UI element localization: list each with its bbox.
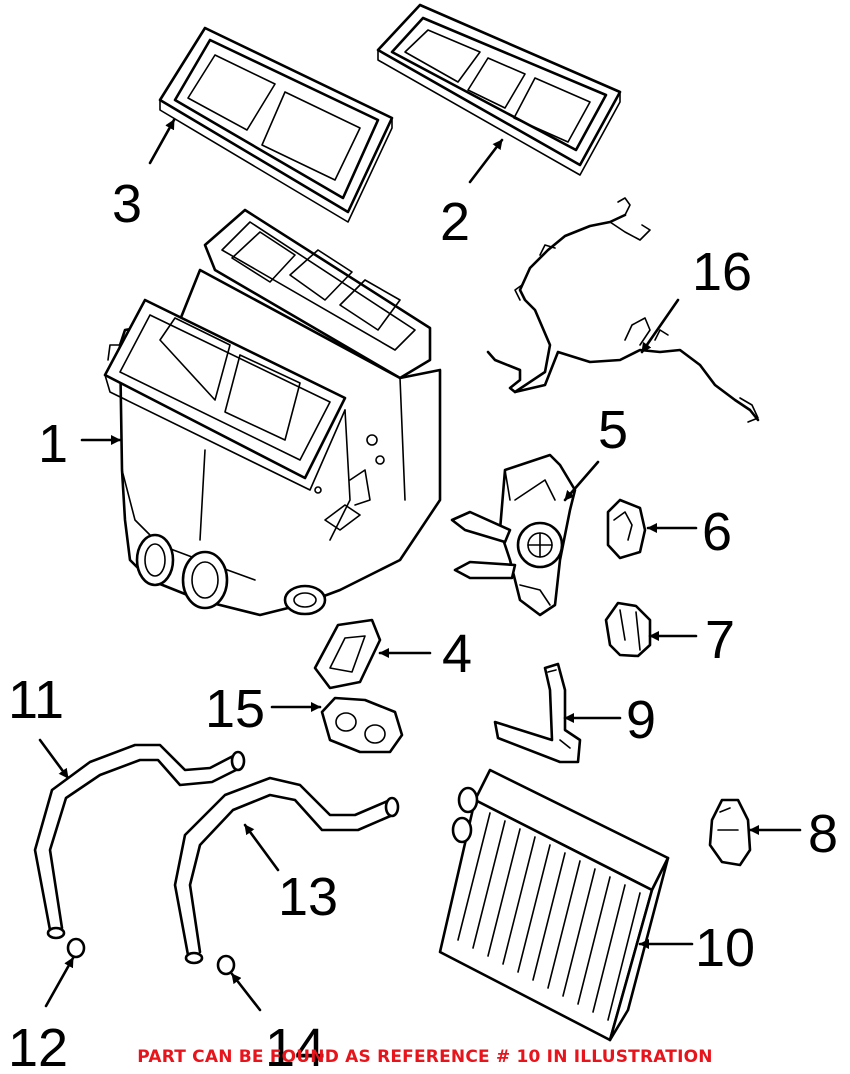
- part-11-hose: [33, 743, 246, 940]
- part-4-gasket: [313, 618, 382, 690]
- part-9-pipe: [493, 662, 582, 764]
- callout-5: 5: [598, 400, 628, 460]
- callout-6: 6: [702, 502, 732, 562]
- callout-4: 4: [442, 624, 472, 684]
- callout-numbers: 1 2 3 4 5 6 7 8 9 10 11 12 13 14 15 16: [8, 174, 838, 1074]
- leader-arrows: [38, 118, 802, 1012]
- callout-16: 16: [692, 242, 752, 302]
- part-15-grommet: [320, 696, 404, 754]
- callout-8: 8: [808, 804, 838, 864]
- callout-3: 3: [112, 174, 142, 234]
- part-7-clip: [604, 601, 652, 658]
- callout-14: 14: [265, 1018, 325, 1074]
- part-14-o-ring: [216, 954, 236, 976]
- part-6-clip: [606, 498, 647, 560]
- callout-1: 1: [38, 414, 68, 474]
- part-10-heater-core: [438, 768, 670, 1042]
- callout-2: 2: [440, 192, 470, 252]
- part-2-filter-frame: [376, 3, 622, 176]
- callout-7: 7: [705, 610, 735, 670]
- callout-15: 15: [205, 679, 265, 739]
- callout-13: 13: [278, 867, 338, 927]
- part-1-heater-housing: [103, 208, 442, 617]
- reference-notice: PART CAN BE FOUND AS REFERENCE # 10 IN I…: [137, 1047, 713, 1067]
- part-12-o-ring: [66, 937, 86, 959]
- callout-12: 12: [8, 1018, 68, 1074]
- part-5-actuator-assembly: [450, 453, 577, 617]
- part-3-filter-frame: [158, 26, 394, 223]
- callout-11: 11: [8, 670, 64, 730]
- callout-10: 10: [695, 918, 755, 978]
- callout-9: 9: [626, 690, 656, 750]
- part-16-wiring-harness: [486, 197, 760, 423]
- part-8-clip: [708, 798, 752, 867]
- part-13-hose: [173, 776, 400, 965]
